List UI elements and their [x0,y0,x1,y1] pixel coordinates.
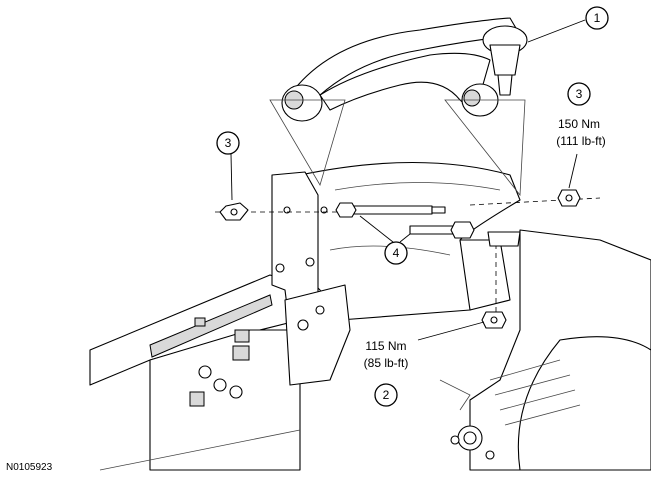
callout-2-torque-nm: 115 Nm [365,339,406,353]
upper-control-arm [281,17,528,122]
frame-rail [89,274,301,471]
callout-4-number: 4 [393,246,400,260]
left-nut [219,202,249,221]
callout-4: 4 [384,241,408,265]
adjusting-bolts [335,202,521,247]
callout-3-right: 3 150 Nm (111 lb-ft) [556,82,606,148]
knuckle-and-rotor [439,229,651,471]
ball-joint-nut [481,311,507,329]
callout-3-left-number: 3 [225,136,232,150]
callout-1-number: 1 [594,11,601,25]
callout-2: 115 Nm (85 lb-ft) 2 [364,339,409,407]
mount-plates [269,99,526,197]
callout-3-torque-nm: 150 Nm [558,117,600,131]
left-mounting-bracket [271,171,351,386]
callout-3-right-number: 3 [576,87,583,101]
callout-1: 1 [585,6,609,30]
right-nut [557,189,581,207]
figure-id-label: N0105923 [6,462,53,473]
inner-fender [299,162,521,321]
callout-3-torque-lbft: (111 lb-ft) [556,134,606,148]
callout-3-left: 3 [216,131,240,155]
leader-lines [230,19,586,341]
callout-2-torque-lbft: (85 lb-ft) [364,356,409,370]
callout-2-number: 2 [383,388,390,402]
